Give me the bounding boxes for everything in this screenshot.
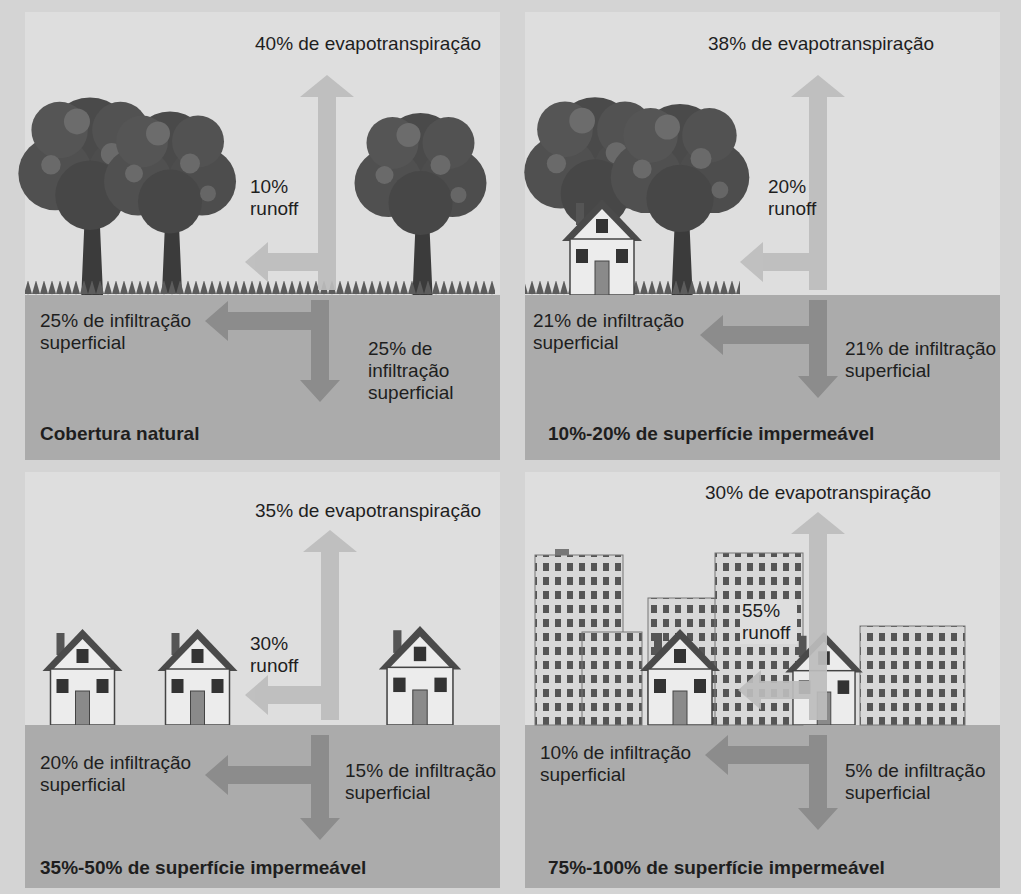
flow-label: 40% de evapotranspiração	[255, 33, 486, 55]
panel-caption: 75%-100% de superfície impermeável	[548, 857, 889, 879]
infiltration-arrow	[700, 315, 815, 355]
ground	[25, 725, 500, 888]
house	[562, 199, 642, 295]
flow-label: 30% runoff	[250, 633, 303, 677]
house	[43, 629, 123, 725]
infiltration-arrow	[205, 301, 320, 341]
building	[582, 632, 642, 725]
ground	[525, 295, 1000, 460]
ground-arrows	[205, 300, 838, 840]
infiltration-arrow	[705, 735, 815, 775]
building	[860, 626, 965, 725]
flow-label: 25% de infiltração superficial	[368, 338, 458, 404]
air-arrows	[245, 75, 845, 720]
flow-label: 5% de infiltração superficial	[845, 760, 990, 804]
infiltration-arrow	[300, 300, 340, 402]
panel: 38% de evapotranspiração 20% runoff 21% de…	[515, 10, 1010, 465]
house	[379, 626, 461, 725]
panel-caption: Cobertura natural	[40, 423, 204, 445]
infiltration-arrow	[300, 735, 340, 840]
infiltration-arrow	[798, 300, 838, 398]
flow-label: 20% de infiltração superficial	[40, 752, 196, 796]
flow-label: 15% de infiltração superficial	[345, 760, 501, 804]
flow-label: 30% de evapotranspiração	[705, 482, 936, 504]
flow-label: 38% de evapotranspiração	[708, 33, 939, 55]
flow-label: 55% runoff	[740, 600, 797, 644]
sky	[525, 12, 1000, 295]
grass	[25, 281, 495, 295]
tree	[104, 112, 236, 294]
tree	[355, 113, 487, 295]
house	[640, 629, 720, 725]
flow-label: 25% de infiltração superficial	[40, 310, 196, 354]
infiltration-arrow	[205, 755, 320, 795]
panel: 40% de evapotranspiração 10% runoff 25% de…	[10, 10, 510, 465]
runoff-arrow	[738, 670, 809, 710]
panel-caption: 10%-20% de superfície impermeável	[548, 423, 879, 445]
flow-label: 10% de infiltração superficial	[540, 742, 696, 786]
sky	[525, 472, 1000, 725]
flow-label: 10% runoff	[250, 176, 303, 220]
ground	[525, 725, 1000, 888]
flow-label: 35% de evapotranspiração	[255, 500, 486, 522]
ground	[25, 295, 500, 460]
flow-label: 20% runoff	[768, 176, 821, 220]
runoff-arrow	[245, 675, 321, 715]
sky	[25, 472, 500, 725]
flow-label: 21% de infiltração superficial	[845, 338, 1001, 382]
flow-label: 21% de infiltração superficial	[533, 310, 689, 354]
runoff-arrow	[740, 242, 809, 282]
panel: 30% de evapotranspiração 55% runoff 10% de…	[515, 468, 1010, 890]
house	[158, 629, 238, 725]
panel-caption: 35%-50% de superfície impermeável	[40, 857, 371, 879]
panel: 35% de evapotranspiração 30% runoff 20% de…	[10, 468, 510, 890]
runoff-arrow	[245, 242, 318, 282]
building-roof	[555, 549, 569, 555]
infiltration-arrow	[798, 735, 838, 830]
